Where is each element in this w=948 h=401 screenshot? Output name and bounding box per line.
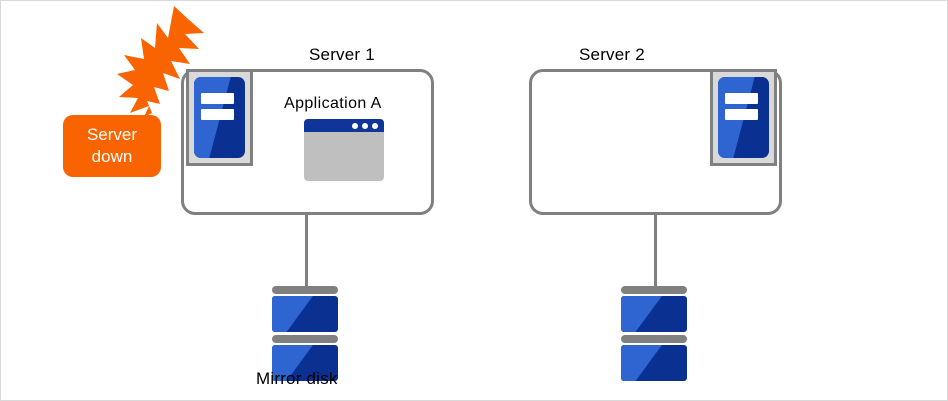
disk-unit (621, 335, 687, 381)
status-badge-server-down[interactable]: Server down (63, 115, 161, 177)
server2-disk-connector (654, 215, 657, 289)
window-dot-icon (352, 122, 358, 129)
disk-unit (272, 335, 338, 381)
application-window-icon[interactable] (304, 119, 384, 181)
status-badge-line2: down (91, 147, 133, 166)
application-window-titlebar (304, 119, 384, 132)
server1-title: Server 1 (309, 45, 375, 64)
server-unit-icon (186, 69, 253, 166)
disk-unit (621, 286, 687, 332)
explosion-burst-icon (117, 6, 204, 117)
window-dot-icon (372, 122, 378, 129)
application-a-title: Application A (284, 95, 382, 112)
mirror-disk-caption: Mirror disk (256, 369, 338, 388)
server-unit-icon (710, 69, 777, 166)
status-badge-line1: Server (86, 125, 138, 144)
server1-disk-connector (305, 215, 308, 289)
disk-unit (272, 286, 338, 332)
server2-title: Server 2 (579, 45, 645, 64)
window-dot-icon (362, 122, 368, 129)
mirror-disk-icon[interactable] (272, 286, 338, 381)
mirror-disk-icon[interactable] (621, 286, 687, 381)
